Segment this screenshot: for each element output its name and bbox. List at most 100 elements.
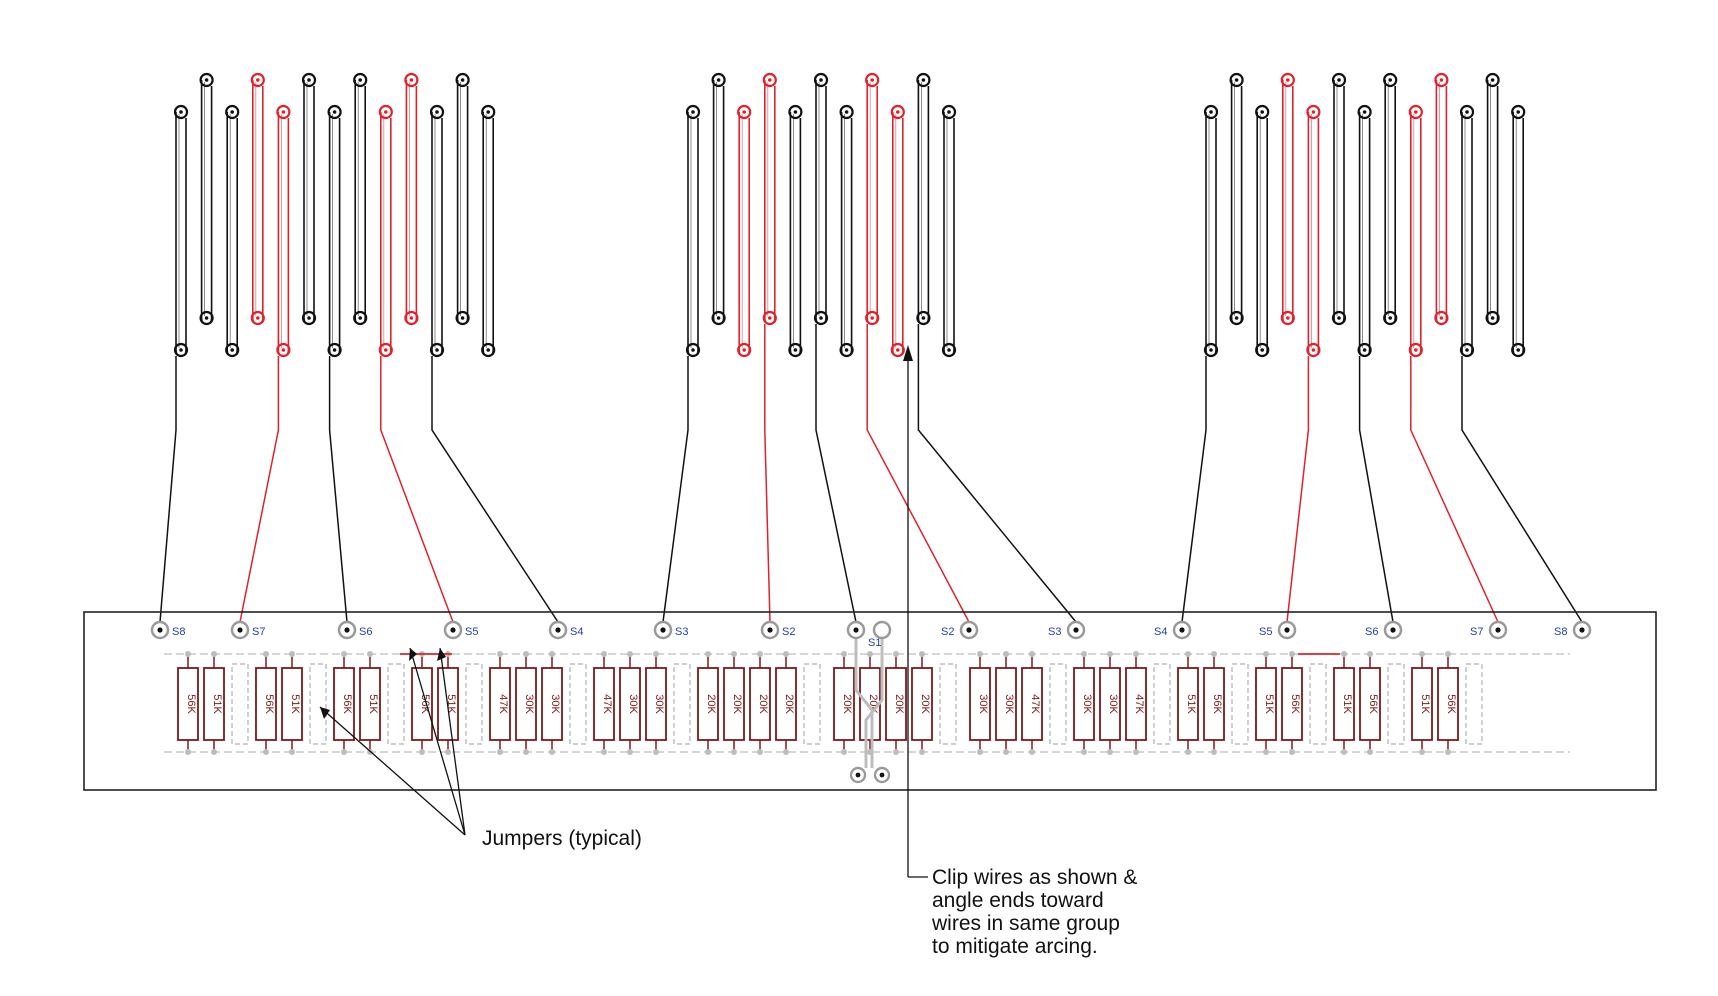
wire-end-dot [1286, 316, 1290, 320]
hairpin-wire [1435, 80, 1448, 325]
wire-end-dot [1388, 316, 1392, 320]
wire-end-ring [225, 342, 240, 358]
center-pad-hole [855, 772, 861, 778]
wire-end-ring [429, 104, 445, 120]
jumper [387, 663, 405, 745]
wire-end-dot [255, 78, 260, 82]
wire-end-ring [429, 342, 445, 358]
wire-end-dot [358, 316, 363, 320]
solder-pad [867, 651, 873, 657]
terminal-pad [1572, 620, 1592, 640]
annotations: Jumpers (typical) Clip wires as shown & … [319, 345, 1137, 958]
feed-wire [1286, 356, 1310, 623]
wire-end-ring [1357, 342, 1372, 358]
wire-end-dot [281, 110, 286, 114]
hairpin-wire [354, 80, 366, 325]
wire-end-ring [481, 104, 496, 120]
solder-pad [1107, 651, 1113, 657]
wire-end-dot [460, 316, 465, 320]
wire-end-ring [916, 310, 931, 326]
wire-end-dot [870, 316, 874, 320]
wire-end-ring [1383, 72, 1398, 88]
terminal-pad [846, 620, 866, 640]
hairpin-wire [943, 112, 955, 357]
wire-end-ring [1306, 104, 1321, 120]
solder-pad [1419, 749, 1425, 755]
terminal-label: S6 [359, 626, 372, 638]
hairpin-wire [303, 80, 315, 325]
wire-end-ring [1229, 310, 1244, 326]
wire-end-ring [685, 104, 701, 120]
terminal-pad [1277, 620, 1297, 640]
resistor-value: 20K [893, 694, 905, 714]
wire-end-dot [819, 78, 823, 82]
wire-end-dot [793, 110, 798, 114]
resistor-value: 51K [289, 694, 301, 714]
wire-end-dot [409, 78, 414, 82]
jumper [1465, 663, 1483, 745]
feed-wire [815, 324, 857, 623]
wire-end-ring [1434, 310, 1449, 326]
terminal-label: S3 [675, 626, 688, 638]
wire-end-ring [327, 342, 342, 358]
hairpin-wire [1410, 112, 1422, 357]
hairpin-wire [431, 112, 443, 357]
wire-end-ring [276, 104, 291, 120]
solder-pad [1419, 651, 1425, 657]
wire-end-dot [1209, 348, 1213, 352]
wire-end-ring [711, 72, 726, 88]
wire-end-dot [384, 348, 388, 352]
wire-end-dot [1362, 348, 1367, 352]
hairpin-wire [252, 80, 264, 325]
wire-end-dot [691, 110, 695, 114]
wire-end-dot [793, 348, 798, 352]
wire-end-ring [1255, 104, 1270, 120]
wire-end-dot [921, 78, 926, 82]
resistor-value: 20K [841, 694, 853, 714]
terminal-pad-hole [450, 627, 456, 633]
wire-end-ring [276, 342, 291, 358]
resistor-value: 47K [1133, 694, 1145, 714]
hairpin-wire [764, 80, 776, 325]
terminal-pad-hole [1390, 627, 1396, 633]
wire-end-ring [1434, 72, 1449, 88]
wire-end-dot [179, 110, 183, 114]
wire-end-ring [353, 310, 368, 326]
wire-end-ring [327, 104, 342, 120]
hairpin-wire [840, 112, 853, 357]
jumper [1387, 663, 1405, 745]
jumper-leader-mid [409, 647, 466, 836]
wire-end-dot [307, 316, 311, 320]
terminal-label: S5 [465, 626, 478, 638]
wire-end-dot [1286, 78, 1290, 82]
wire-end-ring [762, 310, 777, 326]
jumper-leader-left [319, 706, 466, 836]
wire-end-ring [1203, 342, 1219, 358]
wire-end-dot [179, 348, 183, 352]
wire-end-ring [1459, 342, 1475, 358]
wire-end-ring [404, 72, 419, 88]
arrowhead [409, 648, 417, 661]
wire-end-dot [1414, 348, 1418, 352]
terminal-pad [337, 620, 357, 640]
wire-end-dot [768, 78, 772, 82]
terminal-label: S1 [868, 637, 881, 649]
hairpin-wire [789, 112, 802, 357]
wire-end-ring [737, 342, 752, 358]
wire-end-ring [1203, 104, 1219, 120]
hairpin-wire [175, 112, 187, 357]
wire-end-dot [844, 110, 849, 114]
resistor-value: 51K [1263, 694, 1275, 714]
arrowhead [903, 345, 913, 361]
wire-end-ring [301, 72, 317, 88]
terminal-pad-hole [157, 627, 163, 633]
wire-end-dot [947, 110, 951, 114]
resistor-value: 30K [627, 694, 639, 714]
wire-end-ring [1280, 72, 1295, 88]
resistor-value: 51K [211, 694, 223, 714]
feed-wire [239, 356, 280, 623]
hairpin-wire [866, 80, 878, 325]
wire-end-ring [404, 310, 419, 326]
